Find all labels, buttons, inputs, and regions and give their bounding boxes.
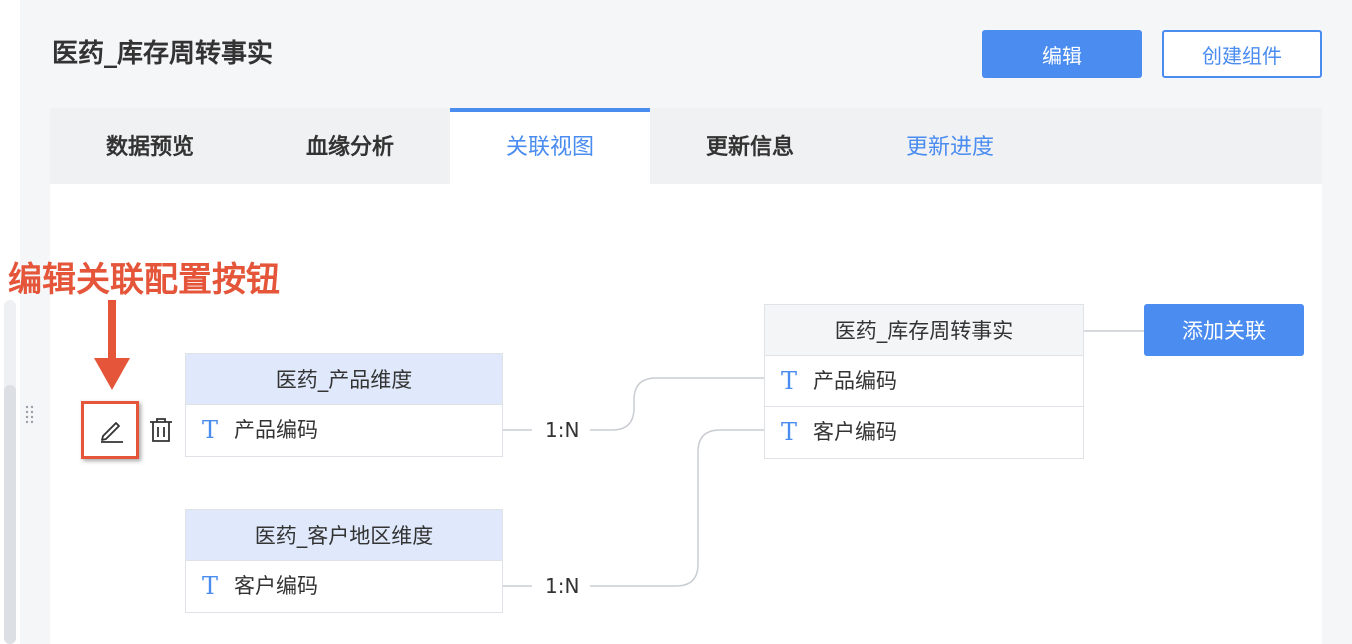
field-name: 客户编码: [813, 420, 897, 444]
joined-table-customer-region[interactable]: 医药_客户地区维度 T 客户编码: [185, 509, 503, 613]
field-name: 客户编码: [234, 574, 318, 598]
annotation-label: 编辑关联配置按钮: [8, 260, 280, 300]
table-name: 医药_库存周转事实: [765, 305, 1083, 356]
pencil-icon[interactable]: [94, 413, 128, 447]
connector-customer: [503, 429, 764, 587]
trash-icon[interactable]: [144, 413, 178, 447]
text-type-icon: T: [202, 416, 219, 444]
relation-cardinality: 1:N: [543, 416, 582, 444]
field-name: 产品编码: [813, 369, 897, 393]
table-name: 医药_客户地区维度: [186, 510, 502, 561]
field-row: T 客户编码: [765, 407, 1083, 458]
tab-bar: 数据预览 血缘分析 关联视图 更新信息 更新进度: [50, 108, 1322, 184]
tab-update-progress[interactable]: 更新进度: [905, 135, 994, 160]
tab-relation-view[interactable]: 关联视图: [450, 108, 650, 184]
table-name: 医药_产品维度: [186, 354, 502, 405]
annotation-arrow-icon: [94, 300, 130, 390]
field-row: T 产品编码: [765, 356, 1083, 407]
field-row: T 客户编码: [186, 561, 502, 612]
edit-button[interactable]: 编辑: [982, 30, 1142, 78]
add-relation-button[interactable]: 添加关联: [1144, 304, 1304, 356]
annotation-highlight-box: [81, 401, 139, 459]
tab-lineage-analysis[interactable]: 血缘分析: [305, 135, 394, 160]
page-title: 医药_库存周转事实: [52, 39, 274, 69]
connector-product: [503, 377, 764, 431]
create-component-button[interactable]: 创建组件: [1162, 30, 1322, 78]
text-type-icon: T: [781, 418, 798, 446]
joined-table-product[interactable]: 医药_产品维度 T 产品编码: [185, 353, 503, 457]
relation-cardinality: 1:N: [543, 572, 582, 600]
tab-data-preview[interactable]: 数据预览: [105, 135, 194, 160]
text-type-icon: T: [202, 572, 219, 600]
field-row: T 产品编码: [186, 405, 502, 456]
field-name: 产品编码: [234, 418, 318, 442]
text-type-icon: T: [781, 367, 798, 395]
main-table[interactable]: 医药_库存周转事实 T 产品编码 T 客户编码: [764, 304, 1084, 459]
tab-update-info[interactable]: 更新信息: [705, 135, 794, 160]
drag-handle-icon[interactable]: [25, 404, 35, 426]
scrollbar-thumb[interactable]: [4, 385, 16, 644]
